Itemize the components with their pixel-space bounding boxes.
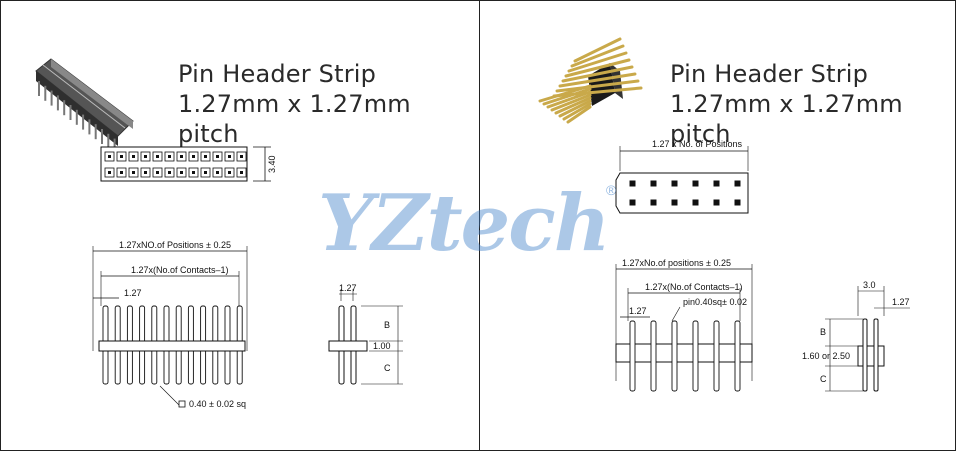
- pad-hole: [144, 155, 147, 158]
- pad-hole: [240, 155, 243, 158]
- pad-hole: [156, 155, 159, 158]
- footprint-pad: [650, 180, 657, 187]
- photo-pin: [554, 96, 592, 115]
- left-side-b: B: [384, 320, 390, 330]
- pad-hole: [144, 171, 147, 174]
- pin: [692, 320, 699, 392]
- left-side-view: [328, 289, 403, 385]
- left-title-line2: 1.27mm x 1.27mm pitch: [178, 90, 411, 148]
- right-product-photo: [538, 37, 643, 124]
- footprint-pad: [692, 199, 699, 206]
- pad-hole: [168, 155, 171, 158]
- pad-hole: [228, 155, 231, 158]
- right-pitch-dim: 1.27: [629, 306, 647, 316]
- pad-hole: [108, 155, 111, 158]
- pin: [650, 320, 657, 392]
- right-top-view: [615, 146, 749, 214]
- footprint-pad: [713, 180, 720, 187]
- pad-hole: [228, 171, 231, 174]
- footprint-pad: [692, 180, 699, 187]
- right-side-b: B: [820, 327, 826, 337]
- pad-hole: [108, 171, 111, 174]
- right-pin-sq-dim: pin0.40sq± 0.02: [683, 297, 747, 307]
- photo-pin: [550, 93, 592, 112]
- right-side-view: [825, 286, 910, 392]
- pad-hole: [192, 155, 195, 158]
- footprint-pad: [734, 199, 741, 206]
- photo-pin: [566, 105, 592, 124]
- right-front-view: [615, 264, 753, 392]
- photo-pin: [561, 65, 634, 83]
- left-pitch-dim: 1.27: [124, 288, 142, 298]
- left-side-mid: 1.00: [373, 341, 391, 351]
- pad-hole: [204, 155, 207, 158]
- right-drawing: 1.27 x No. of Positions 1.27xNo.of posit…: [538, 37, 910, 392]
- right-title-line1: Pin Header Strip: [670, 60, 869, 88]
- pad-hole: [120, 171, 123, 174]
- footprint-pad: [713, 199, 720, 206]
- pad-hole: [216, 171, 219, 174]
- pin: [629, 320, 636, 392]
- photo-pin: [562, 102, 592, 121]
- pin: [713, 320, 720, 392]
- pad-hole: [132, 155, 135, 158]
- pad-hole: [192, 171, 195, 174]
- footprint-pad: [629, 199, 636, 206]
- pad-hole: [120, 155, 123, 158]
- pad-hole: [168, 171, 171, 174]
- pad-hole: [156, 171, 159, 174]
- right-top-positions: 1.27 x No. of Positions: [652, 139, 743, 149]
- photo-pin: [567, 51, 628, 73]
- footprint-pad: [671, 180, 678, 187]
- pad-hole: [180, 155, 183, 158]
- photo-pin: [542, 87, 592, 106]
- photo-pin: [555, 79, 640, 93]
- footprint-pad: [671, 199, 678, 206]
- pin: [734, 320, 741, 392]
- left-top-view: 3.40: [100, 146, 277, 182]
- footprint-pad: [734, 180, 741, 187]
- left-title: Pin Header Strip 1.27mm x 1.27mm pitch: [178, 59, 479, 149]
- left-pin-sq-dim: 0.40 ± 0.02 sq: [189, 399, 246, 409]
- right-side-mid: 1.60 or 2.50: [802, 351, 850, 361]
- right-title-line2: 1.27mm x 1.27mm pitch: [670, 90, 903, 148]
- pad-hole: [204, 171, 207, 174]
- right-side-width: 3.0: [863, 280, 876, 290]
- right-side-pitch: 1.27: [892, 297, 910, 307]
- right-overall-dim: 1.27xNo.of positions ± 0.25: [622, 258, 731, 268]
- photo-pin: [552, 86, 643, 98]
- left-drawing: 3.40 1.27xNO.of Positions ± 0.25 1.27x(N…: [35, 58, 403, 409]
- photo-pin: [573, 37, 622, 63]
- left-title-line1: Pin Header Strip: [178, 60, 377, 88]
- left-panel: Pin Header Strip 1.27mm x 1.27mm pitch 3…: [0, 0, 480, 451]
- photo-pin: [558, 72, 637, 88]
- watermark-registered-mark: ®: [606, 182, 617, 198]
- right-title: Pin Header Strip 1.27mm x 1.27mm pitch: [670, 59, 955, 149]
- pad-hole: [180, 171, 183, 174]
- photo-pin: [558, 99, 592, 118]
- footprint-pad: [650, 199, 657, 206]
- right-panel: Pin Header Strip 1.27mm x 1.27mm pitch 1…: [479, 0, 956, 451]
- left-contacts-dim: 1.27x(No.of Contacts–1): [131, 265, 229, 275]
- right-side-c: C: [820, 374, 827, 384]
- left-overall-dim: 1.27xNO.of Positions ± 0.25: [119, 240, 231, 250]
- left-side-c: C: [384, 363, 391, 373]
- left-height-label: 3.40: [267, 155, 277, 173]
- right-contacts-dim: 1.27x(No.of Contacts–1): [645, 282, 743, 292]
- pin: [671, 320, 678, 392]
- pad-hole: [132, 171, 135, 174]
- left-front-view: [92, 246, 248, 408]
- footprint-pad: [629, 180, 636, 187]
- photo-pin: [570, 44, 625, 68]
- photo-pin: [564, 58, 631, 78]
- pad-hole: [240, 171, 243, 174]
- pad-hole: [216, 155, 219, 158]
- left-side-pitch: 1.27: [339, 283, 357, 293]
- left-product-photo: [35, 58, 134, 154]
